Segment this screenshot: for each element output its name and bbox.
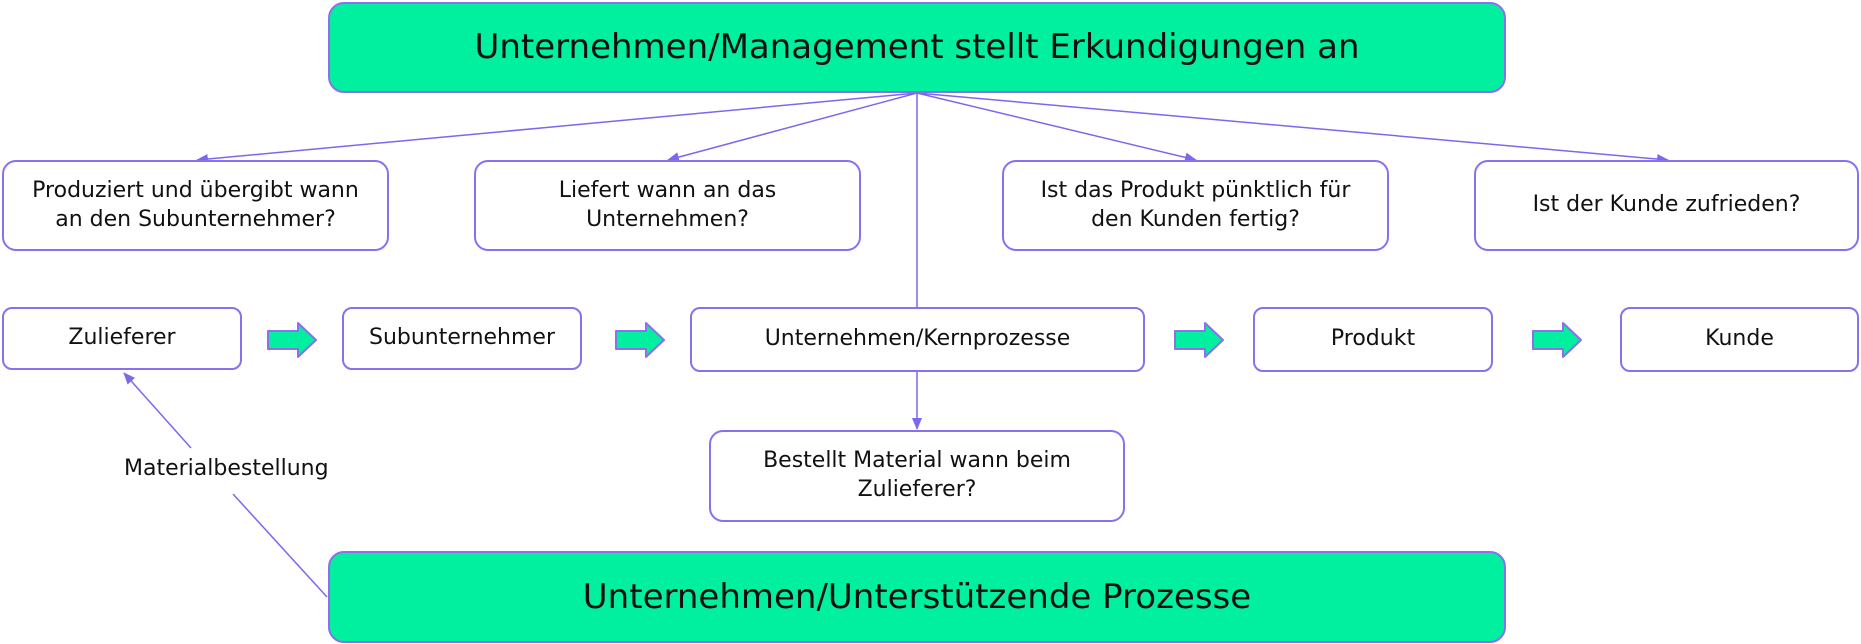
flow-arrow-1	[267, 322, 317, 358]
flow-box-customer: Kunde	[1620, 307, 1859, 372]
flow-label: Unternehmen/Kernprozesse	[764, 326, 1071, 352]
flow-label: Zulieferer	[68, 325, 176, 351]
question-label: Ist der Kunde zufrieden?	[1532, 192, 1801, 218]
question-box-product-ready: Ist das Produkt pünktlich für den Kunden…	[1002, 160, 1389, 251]
flow-box-product: Produkt	[1253, 307, 1493, 372]
support-processes-header: Unternehmen/Unterstützende Prozesse	[328, 551, 1506, 643]
support-processes-header-label: Unternehmen/Unterstützende Prozesse	[582, 576, 1252, 617]
flow-box-supplier: Zulieferer	[2, 307, 242, 370]
connector-header-to-question-2	[667, 92, 918, 162]
connector-header-to-question-4	[916, 92, 1669, 165]
question-box-delivery: Liefert wann an das Unternehmen?	[474, 160, 861, 251]
connector-bottom-to-label	[232, 493, 328, 598]
flow-label: Produkt	[1330, 326, 1416, 352]
flow-box-subcontractor: Subunternehmer	[342, 307, 582, 370]
flow-arrow-4	[1532, 322, 1582, 358]
question-box-subcontractor: Produziert und übergibt wann an den Subu…	[2, 160, 389, 251]
management-header-label: Unternehmen/Management stellt Erkundigun…	[474, 27, 1360, 68]
flow-label: Subunternehmer	[368, 325, 555, 351]
material-order-label: Materialbestellung	[124, 456, 329, 481]
connector-header-to-question-1	[196, 92, 918, 164]
flow-box-core-processes: Unternehmen/Kernprozesse	[690, 307, 1145, 372]
question-label: Produziert und übergibt wann an den Subu…	[32, 177, 359, 232]
flow-arrow-3	[1174, 322, 1224, 358]
question-box-customer-satisfied: Ist der Kunde zufrieden?	[1474, 160, 1859, 251]
question-label: Liefert wann an das Unternehmen?	[558, 177, 777, 232]
connector-label-to-supplier	[123, 372, 192, 449]
order-question-label: Bestellt Material wann beim Zulieferer?	[763, 448, 1071, 502]
management-header: Unternehmen/Management stellt Erkundigun…	[328, 2, 1506, 93]
flow-arrow-2	[615, 322, 665, 358]
flow-label: Kunde	[1705, 326, 1774, 352]
connector-header-to-question-3	[916, 92, 1197, 163]
order-question-box: Bestellt Material wann beim Zulieferer?	[709, 430, 1125, 522]
question-label: Ist das Produkt pünktlich für den Kunden…	[1040, 177, 1351, 232]
